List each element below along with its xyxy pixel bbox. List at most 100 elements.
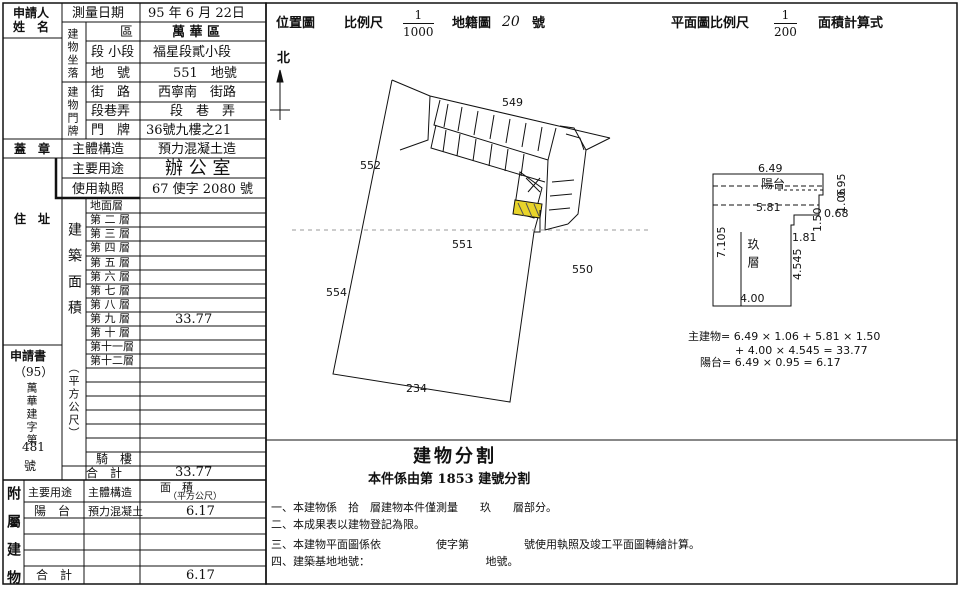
floor-label: 地面層 — [90, 199, 123, 212]
area-unit: （平方公尺） — [67, 362, 80, 440]
notes-subtitle: 本件係由第 1853 建號分割 — [368, 472, 531, 487]
app-doc-year: （95） — [14, 365, 54, 379]
area-vertical-label: 建築面積 — [66, 222, 82, 326]
floor-label: 第 四 層 — [90, 241, 130, 254]
plan-dimension: 5.81 — [756, 201, 781, 214]
usage: 辦 公 室 — [165, 158, 231, 179]
note-item: 一、本建物係 拾 層建物本件僅測量 玖 層部分。 — [271, 501, 557, 514]
lot-number-label: 550 — [572, 263, 593, 276]
plan-dimension: 1.50 — [811, 207, 824, 233]
address-label: 住 址 — [14, 212, 51, 226]
annex-use: 陽 台 — [34, 504, 71, 518]
app-doc-text: 萬華建字第 — [25, 382, 38, 447]
floor-label: 第 七 層 — [90, 284, 130, 297]
annex-total: 6.17 — [186, 568, 215, 583]
survey-date: 95 年 6 月 22日 — [148, 6, 245, 21]
cadastral-suffix: 號 — [532, 16, 546, 31]
plan-dimension: 6.49 — [758, 162, 783, 175]
site-label: 建物坐落 — [66, 28, 79, 80]
lot-label: 地 號 — [91, 66, 131, 81]
balcony-label: 騎 樓 — [96, 452, 133, 466]
lot-number-label: 554 — [326, 286, 347, 299]
lot-number-label: 549 — [502, 96, 523, 109]
calc-main-line1: 主建物= 6.49 × 1.06 + 5.81 × 1.50 — [688, 330, 881, 343]
annex-area: 6.17 — [186, 504, 215, 519]
location-map-label: 位置圖 — [276, 16, 316, 31]
floor-label: 第 八 層 — [90, 298, 130, 311]
floor-label: 第 三 層 — [90, 227, 130, 240]
doorplate-label: 建物門牌 — [66, 86, 79, 138]
applicant-label: 申請人 姓 名 — [13, 6, 50, 34]
plan-dimension: 0.68 — [824, 207, 849, 220]
plan-balcony-label: 陽台 — [761, 177, 786, 191]
annex-use-label: 主要用途 — [28, 486, 72, 499]
door-label: 門 牌 — [91, 123, 131, 138]
scale2-fraction: 1 200 — [774, 9, 797, 38]
scale1-fraction: 1 1000 — [403, 9, 434, 38]
floor-label: 第 六 層 — [90, 270, 130, 283]
cadastral-label: 地籍圖 — [452, 16, 492, 31]
app-doc-no: 481 — [22, 440, 45, 454]
license: 67 使字 2080 號 — [152, 182, 254, 197]
annex-label: 附屬建物 — [5, 486, 21, 598]
plan-dimension: 4.545 — [791, 248, 804, 281]
total-area: 33.77 — [175, 465, 213, 480]
plan-dimension: 4.00 — [740, 292, 765, 305]
scale-label: 比例尺 — [344, 16, 384, 31]
section-label: 段 小段 — [91, 45, 135, 60]
floor-label: 第 十 層 — [90, 326, 130, 339]
door: 36號九樓之21 — [146, 123, 232, 138]
plan-scale-label: 平面圖比例尺 — [671, 16, 750, 31]
floor-label: 第十一層 — [90, 340, 134, 353]
section: 福星段貳小段 — [153, 45, 232, 60]
annex-total-label: 合 計 — [36, 568, 73, 582]
usage-label: 主要用途 — [72, 162, 125, 177]
floor-label: 第 九 層 — [90, 312, 130, 325]
note-item: 三、本建物平面圖係依 使字第 號使用執照及竣工平面圖轉繪計算。 — [271, 538, 700, 551]
annex-area-unit: （平方公尺） — [168, 492, 223, 502]
lot-number-label: 552 — [360, 159, 381, 172]
note-item: 四、建築基地地號： 地號。 — [271, 555, 519, 568]
notes-title: 建物分割 — [413, 446, 497, 467]
plan-dimension: 1.81 — [792, 231, 817, 244]
floor-label: 第十二層 — [90, 354, 134, 367]
lane-label: 段巷弄 — [91, 104, 131, 119]
survey-date-label: 測量日期 — [72, 6, 125, 21]
total-label: 合 計 — [86, 466, 123, 480]
seal-label: 蓋 章 — [14, 142, 51, 156]
license-label: 使用執照 — [72, 182, 125, 197]
calc-main-line2: + 4.00 × 4.545 = 33.77 — [735, 344, 868, 357]
floor-label: 第 五 層 — [90, 256, 130, 269]
annex-struct-label: 主體構造 — [88, 486, 132, 499]
lane: 段 巷 弄 — [170, 104, 236, 119]
floor-label: 第 二 層 — [90, 213, 130, 226]
district-label: 區 — [120, 25, 134, 40]
street-label: 街 路 — [91, 85, 131, 100]
cadastral-no: 20 — [502, 14, 520, 30]
scale1-den: 1000 — [403, 25, 434, 39]
district: 萬 華 區 — [172, 25, 221, 40]
scale2-den: 200 — [774, 25, 797, 39]
note-item: 二、本成果表以建物登記為限。 — [271, 518, 425, 531]
structure-label: 主體構造 — [72, 142, 125, 157]
area-calc-label: 面積計算式 — [818, 16, 884, 31]
north-label: 北 — [277, 51, 291, 66]
scale2-num: 1 — [774, 9, 797, 24]
lot-number-label: 551 — [452, 238, 473, 251]
street: 西寧南 街路 — [158, 85, 237, 100]
lot: 551 地號 — [173, 66, 237, 81]
ninth-floor-area: 33.77 — [175, 312, 213, 327]
scale1-num: 1 — [403, 9, 434, 24]
annex-struct: 預力混凝土 — [88, 505, 143, 518]
plan-room-label: 玖層 — [746, 238, 760, 274]
calc-balcony-line: 陽台= 6.49 × 0.95 = 6.17 — [700, 356, 841, 369]
app-doc-label: 申請書 — [10, 349, 47, 363]
structure: 預力混凝土造 — [158, 142, 237, 157]
app-doc-suffix: 號 — [24, 459, 37, 473]
plan-dimension: 7.105 — [715, 226, 728, 259]
annex-area-label: 面 積 — [160, 481, 193, 494]
lot-number-label: 234 — [406, 382, 427, 395]
